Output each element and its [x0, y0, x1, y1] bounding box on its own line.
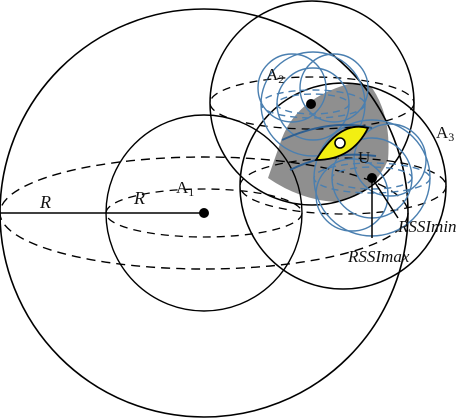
a2-anchor-point [306, 99, 316, 109]
a3-ellipse [239, 157, 447, 215]
rssi-max-label: RSSImax [347, 247, 410, 266]
a2-ellipse [209, 76, 415, 130]
rssi-min-label: RSSImin [397, 217, 457, 236]
a2-label: A2 [266, 65, 284, 86]
u-label: U [358, 148, 370, 167]
outer-range-ellipse [0, 156, 409, 270]
r-outer-label: R [39, 192, 51, 212]
a1-label: A1 [176, 178, 194, 199]
estimated-point [334, 137, 346, 149]
a1-inner-ellipse [105, 188, 303, 238]
intersection-region [268, 83, 389, 202]
a2-blue-spheres [257, 51, 369, 157]
rssi-min-line [371, 177, 399, 219]
r-inner-label: R [133, 188, 145, 208]
a3-label: A3 [436, 123, 454, 144]
